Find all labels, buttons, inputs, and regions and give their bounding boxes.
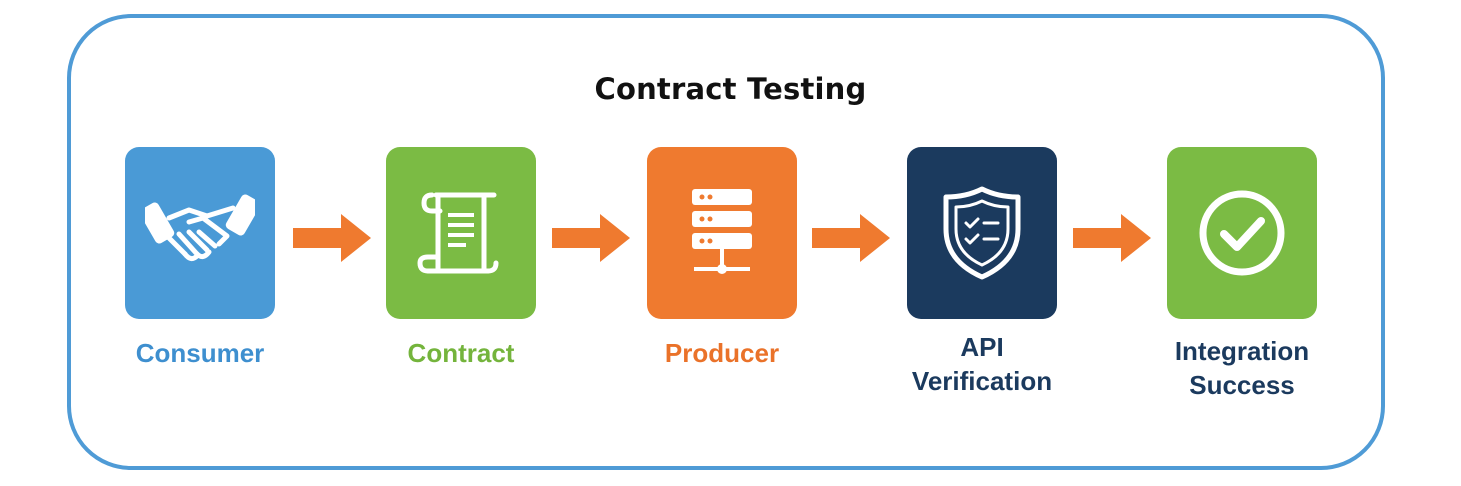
consumer-label-line: Consumer bbox=[135, 338, 265, 368]
integration-success-tile bbox=[1167, 147, 1317, 319]
arrow-right-icon bbox=[293, 214, 371, 262]
arrow-right-icon bbox=[552, 214, 630, 262]
api-verification-tile bbox=[907, 147, 1057, 319]
arrow-right-icon bbox=[1073, 214, 1151, 262]
consumer-tile bbox=[125, 147, 275, 319]
api-verification-label: API Verification bbox=[882, 330, 1082, 398]
contract-label: Contract bbox=[361, 336, 561, 370]
integration-success-label-line-2: Success bbox=[1189, 370, 1295, 400]
contract-label-line: Contract bbox=[407, 338, 515, 368]
api-verification-label-line-1: API bbox=[960, 332, 1004, 362]
api-verification-label-line-2: Verification bbox=[911, 366, 1053, 396]
consumer-label: Consumer bbox=[100, 336, 300, 370]
producer-label: Producer bbox=[622, 336, 822, 370]
shield-checklist-icon bbox=[943, 186, 1021, 280]
integration-success-label-line-1: Integration bbox=[1174, 336, 1310, 366]
arrow-right-icon bbox=[812, 214, 890, 262]
producer-tile bbox=[647, 147, 797, 319]
server-icon bbox=[692, 189, 752, 274]
contract-tile bbox=[386, 147, 536, 319]
handshake-icon bbox=[145, 194, 255, 262]
producer-label-line: Producer bbox=[664, 338, 780, 368]
diagram-title: Contract Testing bbox=[594, 72, 867, 106]
scroll-document-icon bbox=[417, 192, 499, 274]
integration-success-label: Integration Success bbox=[1142, 334, 1342, 402]
check-circle-icon bbox=[1199, 190, 1285, 276]
